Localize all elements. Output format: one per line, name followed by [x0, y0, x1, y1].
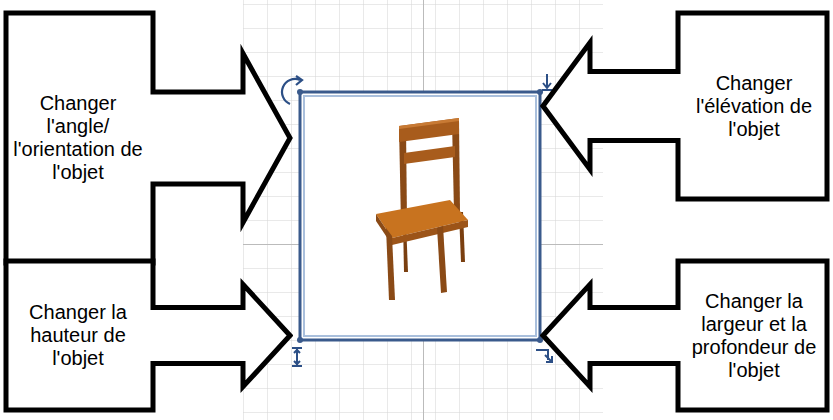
- callout-outline: [543, 13, 827, 199]
- callout-text-area: Changer la largeur et la profondeur de l…: [678, 258, 830, 413]
- grid: [243, 0, 603, 420]
- callout-text: Changer la hauteur de l'objet: [10, 301, 146, 370]
- selection-box-inner: [304, 96, 536, 336]
- callout-box: Changer la hauteur de l'objet: [3, 258, 293, 413]
- callout-box: Changer l'angle/ l'orientation de l'obje…: [3, 10, 293, 266]
- resize-icon: [536, 350, 552, 362]
- callout-text-area: Changer l'élévation de l'objet: [678, 10, 830, 202]
- rotate-icon: [282, 76, 302, 104]
- height-icon: [292, 348, 302, 366]
- corner-handles: [297, 89, 543, 343]
- callout-outline: [6, 261, 290, 410]
- callout-text: Changer la largeur et la profondeur de l…: [686, 290, 822, 382]
- callout-text-area: Changer l'angle/ l'orientation de l'obje…: [3, 10, 153, 266]
- callout-text: Changer l'élévation de l'objet: [686, 72, 822, 141]
- callout-box: Changer l'élévation de l'objet: [540, 10, 830, 202]
- callout-outline: [543, 261, 827, 410]
- selection-box: [300, 92, 540, 340]
- callout-outline: [6, 13, 290, 263]
- callout-text-area: Changer la hauteur de l'objet: [3, 258, 153, 413]
- elevation-icon: [542, 74, 552, 90]
- callout-text: Changer l'angle/ l'orientation de l'obje…: [10, 92, 146, 184]
- chair: [376, 118, 468, 300]
- callout-box: Changer la largeur et la profondeur de l…: [540, 258, 830, 413]
